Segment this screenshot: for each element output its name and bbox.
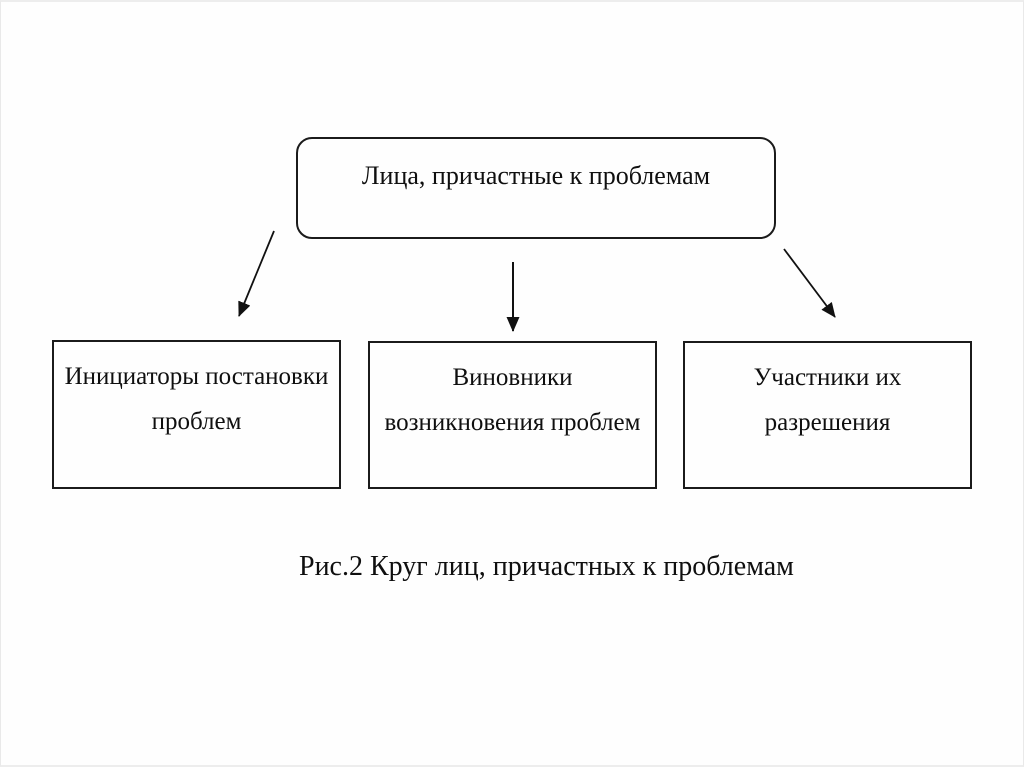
arrow-to-resolvers-icon xyxy=(783,248,836,318)
diagram-box-resolvers: Участники их разрешения xyxy=(683,341,972,489)
diagram-box-culprits: Виновники возникновения проблем xyxy=(368,341,657,489)
diagram-root-label: Лица, причастные к проблемам xyxy=(361,161,711,190)
diagram-root-box: Лица, причастные к проблемам xyxy=(296,137,776,239)
figure-caption: Рис.2 Круг лиц, причастных к проблемам xyxy=(299,551,794,582)
diagram-box-initiators: Инициаторы постановки проблем xyxy=(52,340,341,489)
arrow-to-initiators-icon xyxy=(238,230,275,317)
